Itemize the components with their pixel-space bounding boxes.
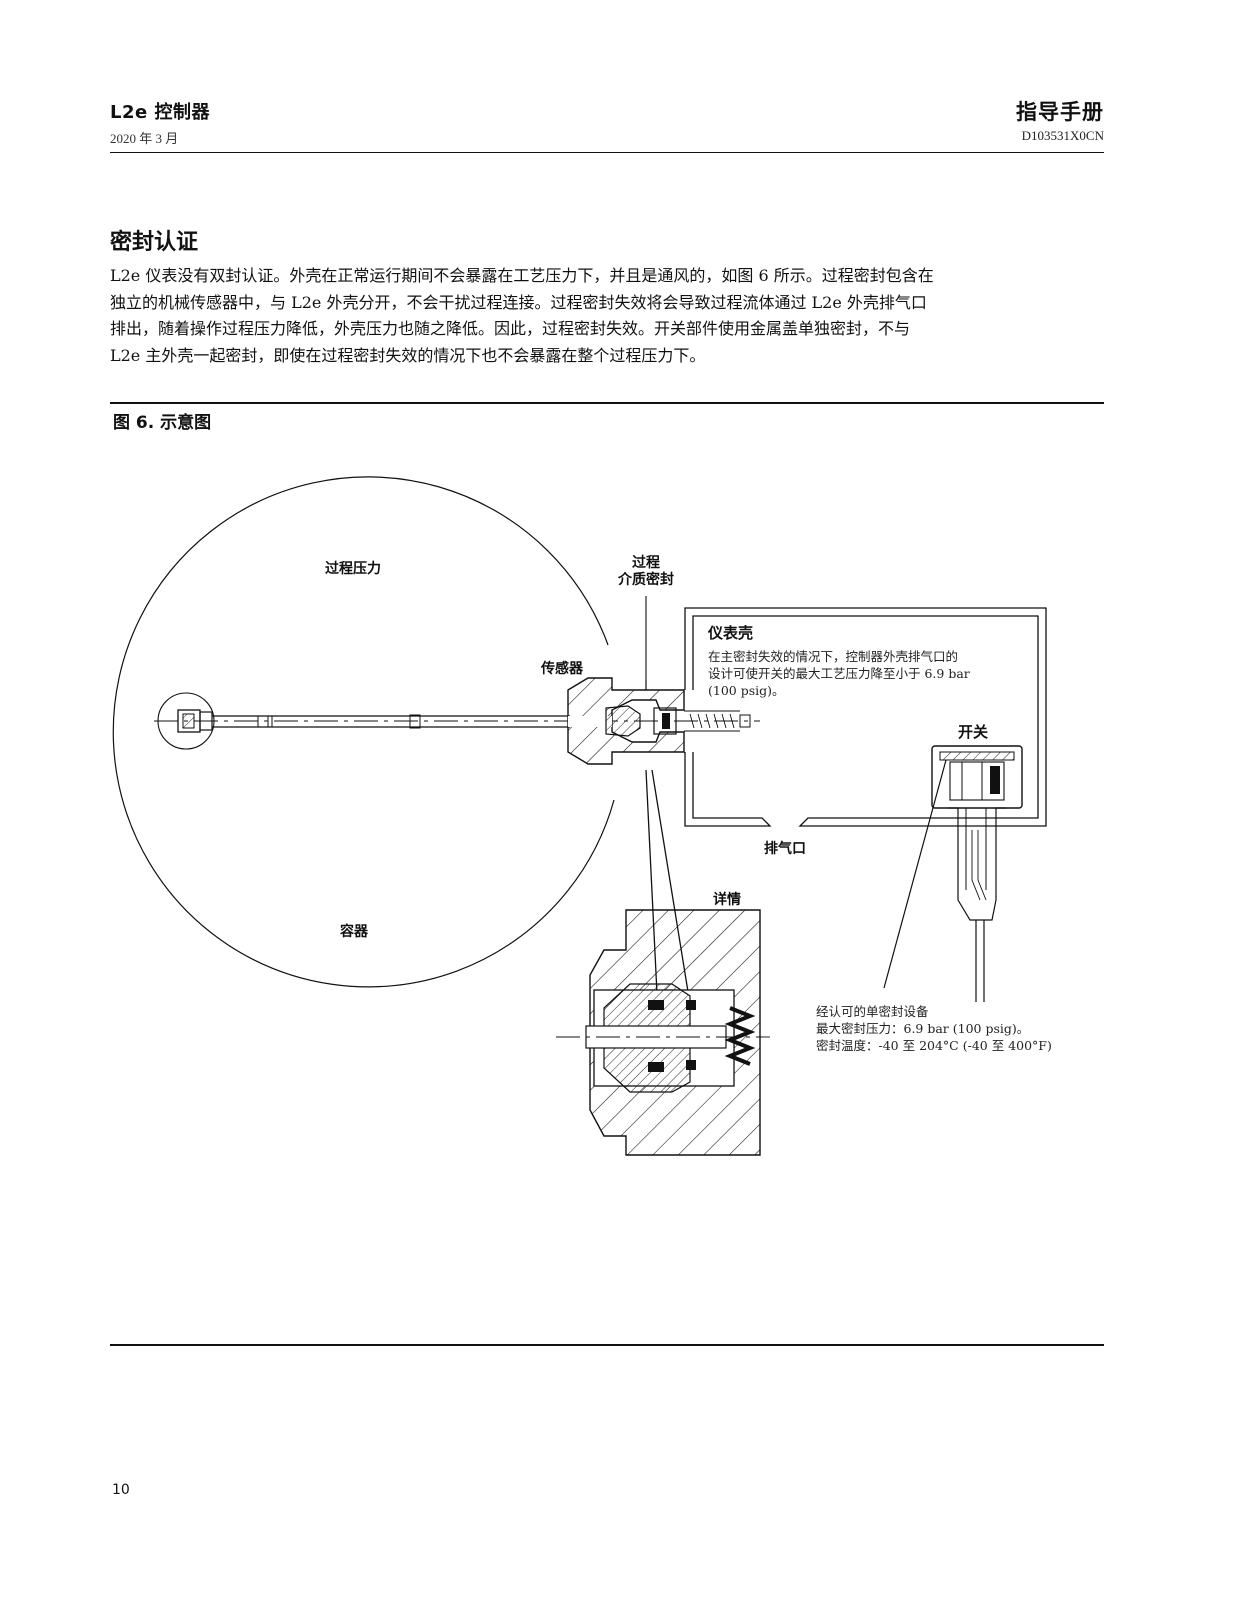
seal-note-line-1: 经认可的单密封设备 [816, 1004, 929, 1019]
paragraph-line: L2e 主外壳一起密封，即使在过程密封失效的情况下也不会暴露在整个过程压力下。 [110, 345, 706, 365]
header-product-title: L2e 控制器 [110, 102, 210, 123]
header-divider [110, 152, 1104, 153]
section-paragraph: L2e 仪表没有双封认证。外壳在正常运行期间不会暴露在工艺压力下，并且是通风的，… [110, 263, 1108, 369]
label-switch: 开关 [958, 723, 988, 741]
schematic-diagram: 过程压力 过程 介质密封 传感器 仪表壳 在主密封失效的情况下，控制器外壳排气口… [112, 476, 1052, 1156]
header-date: 2020 年 3 月 [110, 131, 179, 146]
housing-note-line-3: (100 psig)。 [708, 683, 785, 698]
paragraph-line: 独立的机械传感器中，与 L2e 外壳分开，不会干扰过程连接。过程密封失效将会导致… [110, 292, 927, 312]
probe-assembly [154, 692, 760, 750]
seal-note-line-3: 密封温度：-40 至 204°C (-40 至 400°F) [816, 1038, 1052, 1053]
page-number: 10 [112, 1482, 130, 1498]
detail-view [556, 909, 770, 1156]
paragraph-line: 排出，随着操作过程压力降低，外壳压力也随之降低。因此，过程密封失效。开关部件使用… [110, 319, 911, 338]
label-sensor: 传感器 [540, 660, 584, 677]
label-vent: 排气口 [764, 840, 806, 857]
section-title: 密封认证 [110, 230, 199, 255]
header-manual-type: 指导手册 [1016, 100, 1104, 124]
label-vessel: 容器 [339, 923, 369, 940]
label-detail: 详情 [713, 891, 741, 908]
label-process-media-seal-1: 过程 [632, 554, 660, 571]
footer-divider [110, 1344, 1104, 1346]
housing-note-line-1: 在主密封失效的情况下，控制器外壳排气口的 [708, 649, 958, 664]
vessel-outline [112, 476, 615, 988]
seal-note-line-2: 最大密封压力：6.9 bar (100 psig)。 [816, 1021, 1029, 1036]
figure-top-rule [110, 402, 1104, 404]
housing-note-line-2: 设计可使开关的最大工艺压力降至小于 6.9 bar [708, 666, 970, 681]
seal-note-leader [883, 759, 947, 989]
paragraph-line: L2e 仪表没有双封认证。外壳在正常运行期间不会暴露在工艺压力下，并且是通风的，… [110, 266, 934, 285]
header-document-number: D103531X0CN [1021, 128, 1104, 143]
label-process-media-seal-2: 介质密封 [617, 571, 674, 588]
sensor-body [567, 677, 751, 765]
switch-assembly [931, 745, 1023, 1002]
label-process-pressure: 过程压力 [325, 560, 381, 577]
label-instrument-housing: 仪表壳 [707, 624, 753, 642]
instrument-housing [684, 607, 1047, 827]
figure-caption: 图 6. 示意图 [113, 413, 212, 433]
